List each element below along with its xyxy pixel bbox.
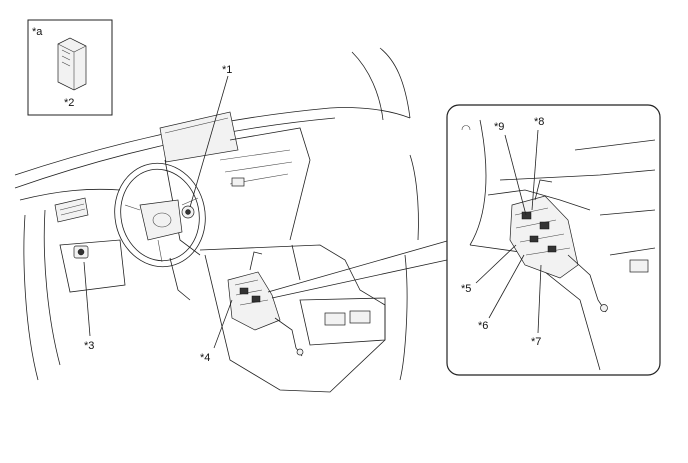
detail-leader-lines	[267, 240, 448, 299]
callout-4: *4	[200, 352, 210, 364]
callout-8: *8	[534, 116, 544, 128]
dashboard-drawing	[14, 47, 419, 393]
callout-6: *6	[478, 320, 488, 332]
ecu-module-drawing	[57, 37, 87, 91]
callout-1: *1	[222, 64, 232, 76]
shift-lever-assembly-main	[227, 251, 304, 357]
main-callout-leaders	[83, 75, 233, 349]
component-inset-box: *a *2	[27, 19, 113, 116]
callout-5: *5	[461, 283, 471, 295]
callout-3: *3	[84, 340, 94, 352]
callout-9: *9	[494, 121, 504, 133]
shift-lever-detail-box	[446, 104, 661, 376]
callout-7: *7	[531, 336, 541, 348]
inset-legend-label: *a	[32, 26, 43, 38]
callout-2: *2	[64, 97, 74, 109]
